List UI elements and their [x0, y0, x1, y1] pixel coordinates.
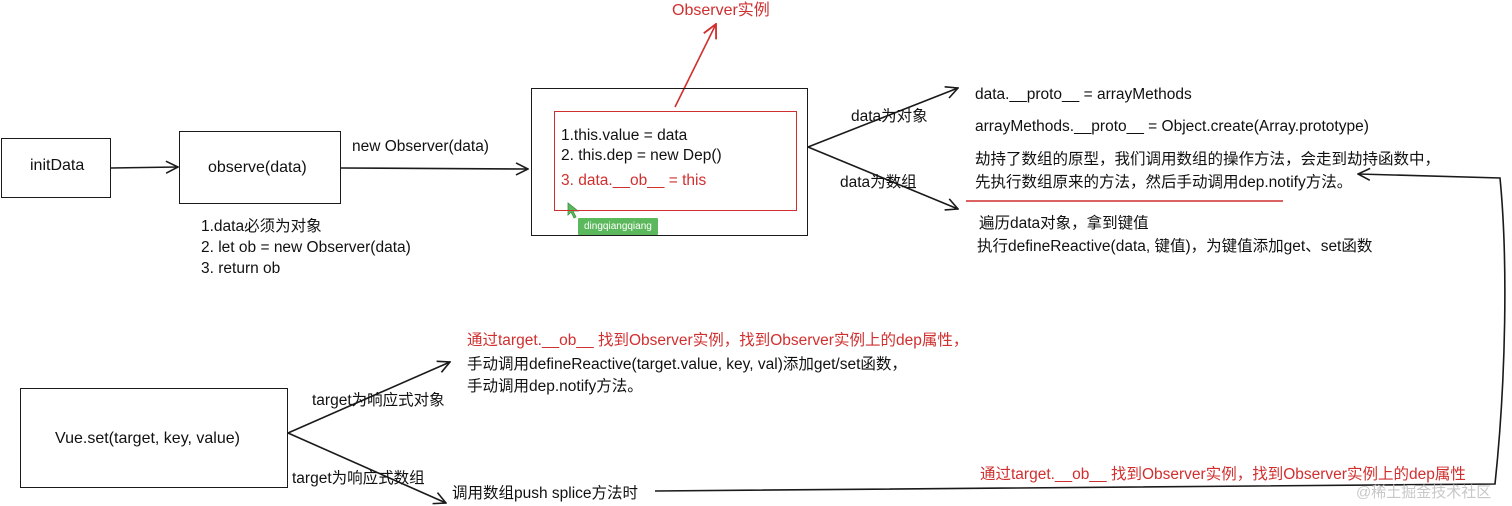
arrow-to-observer-title	[674, 24, 716, 108]
arrow-to-array-branch	[807, 146, 958, 209]
edge-label-data-object: data为对象	[851, 108, 928, 125]
array-hijack-line: 先执行数组原来的方法，然后手动调用dep.notify方法。	[975, 174, 1353, 191]
set-object-line: 手动调用defineReactive(target.value, key, va…	[467, 356, 907, 373]
array-proto-line: data.__proto__ = arrayMethods	[975, 86, 1192, 103]
cursor-user-tag: dingqiangqiang	[578, 218, 658, 235]
edge-label-target-array: target为响应式数组	[292, 470, 425, 487]
observer-highlight-line: 3. data.__ob__ = this	[561, 172, 707, 189]
set-array-call-text: 调用数组push splice方法时	[452, 485, 639, 502]
object-branch-line: 执行defineReactive(data, 键值)，为键值添加get、set函…	[977, 238, 1373, 255]
array-hijack-line: 劫持了数组的原型，我们调用数组的操作方法，会走到劫持函数中，	[975, 151, 1441, 168]
array-proto-line: arrayMethods.__proto__ = Object.create(A…	[975, 118, 1369, 135]
observer-line: 1.this.value = data	[561, 127, 688, 144]
vue-set-label: Vue.set(target, key, value)	[55, 430, 240, 447]
observer-instance-box	[531, 88, 808, 236]
edge-label-new-observer: new Observer(data)	[352, 138, 489, 155]
observer-line: 2. this.dep = new Dep()	[561, 147, 722, 164]
edge-label-data-array: data为数组	[840, 174, 917, 191]
arrow-set-to-array	[287, 432, 446, 503]
observer-inner-red-box	[554, 111, 797, 211]
observer-title: Observer实例	[672, 2, 770, 19]
watermark: @稀土掘金技术社区	[1356, 484, 1492, 501]
edge-label-target-object: target为响应式对象	[312, 392, 445, 409]
initdata-box: initData	[1, 138, 111, 198]
observe-box: observe(data)	[179, 131, 341, 204]
object-branch-line: 遍历data对象，拿到键值	[979, 215, 1149, 232]
arrow-to-object-branch	[807, 88, 958, 148]
vue-set-box: Vue.set(target, key, value)	[20, 388, 288, 488]
arrow-loopback-to-hijack	[654, 174, 1506, 492]
arrow-set-to-object	[287, 362, 450, 434]
set-object-red-line: 通过target.__ob__ 找到Observer实例，找到Observer实…	[467, 332, 969, 349]
observe-label: observe(data)	[208, 159, 307, 176]
observe-note-line: 3. return ob	[201, 260, 281, 277]
arrow-initdata-to-observe	[110, 167, 178, 168]
initdata-label: initData	[30, 157, 85, 174]
set-object-line: 手动调用dep.notify方法。	[467, 378, 643, 395]
observe-note-line: 2. let ob = new Observer(data)	[201, 239, 411, 256]
observe-note-line: 1.data必须为对象	[201, 218, 322, 235]
set-array-red-note: 通过target.__ob__ 找到Observer实例，找到Observer实…	[980, 466, 1466, 483]
arrow-observe-to-observer	[340, 168, 528, 169]
